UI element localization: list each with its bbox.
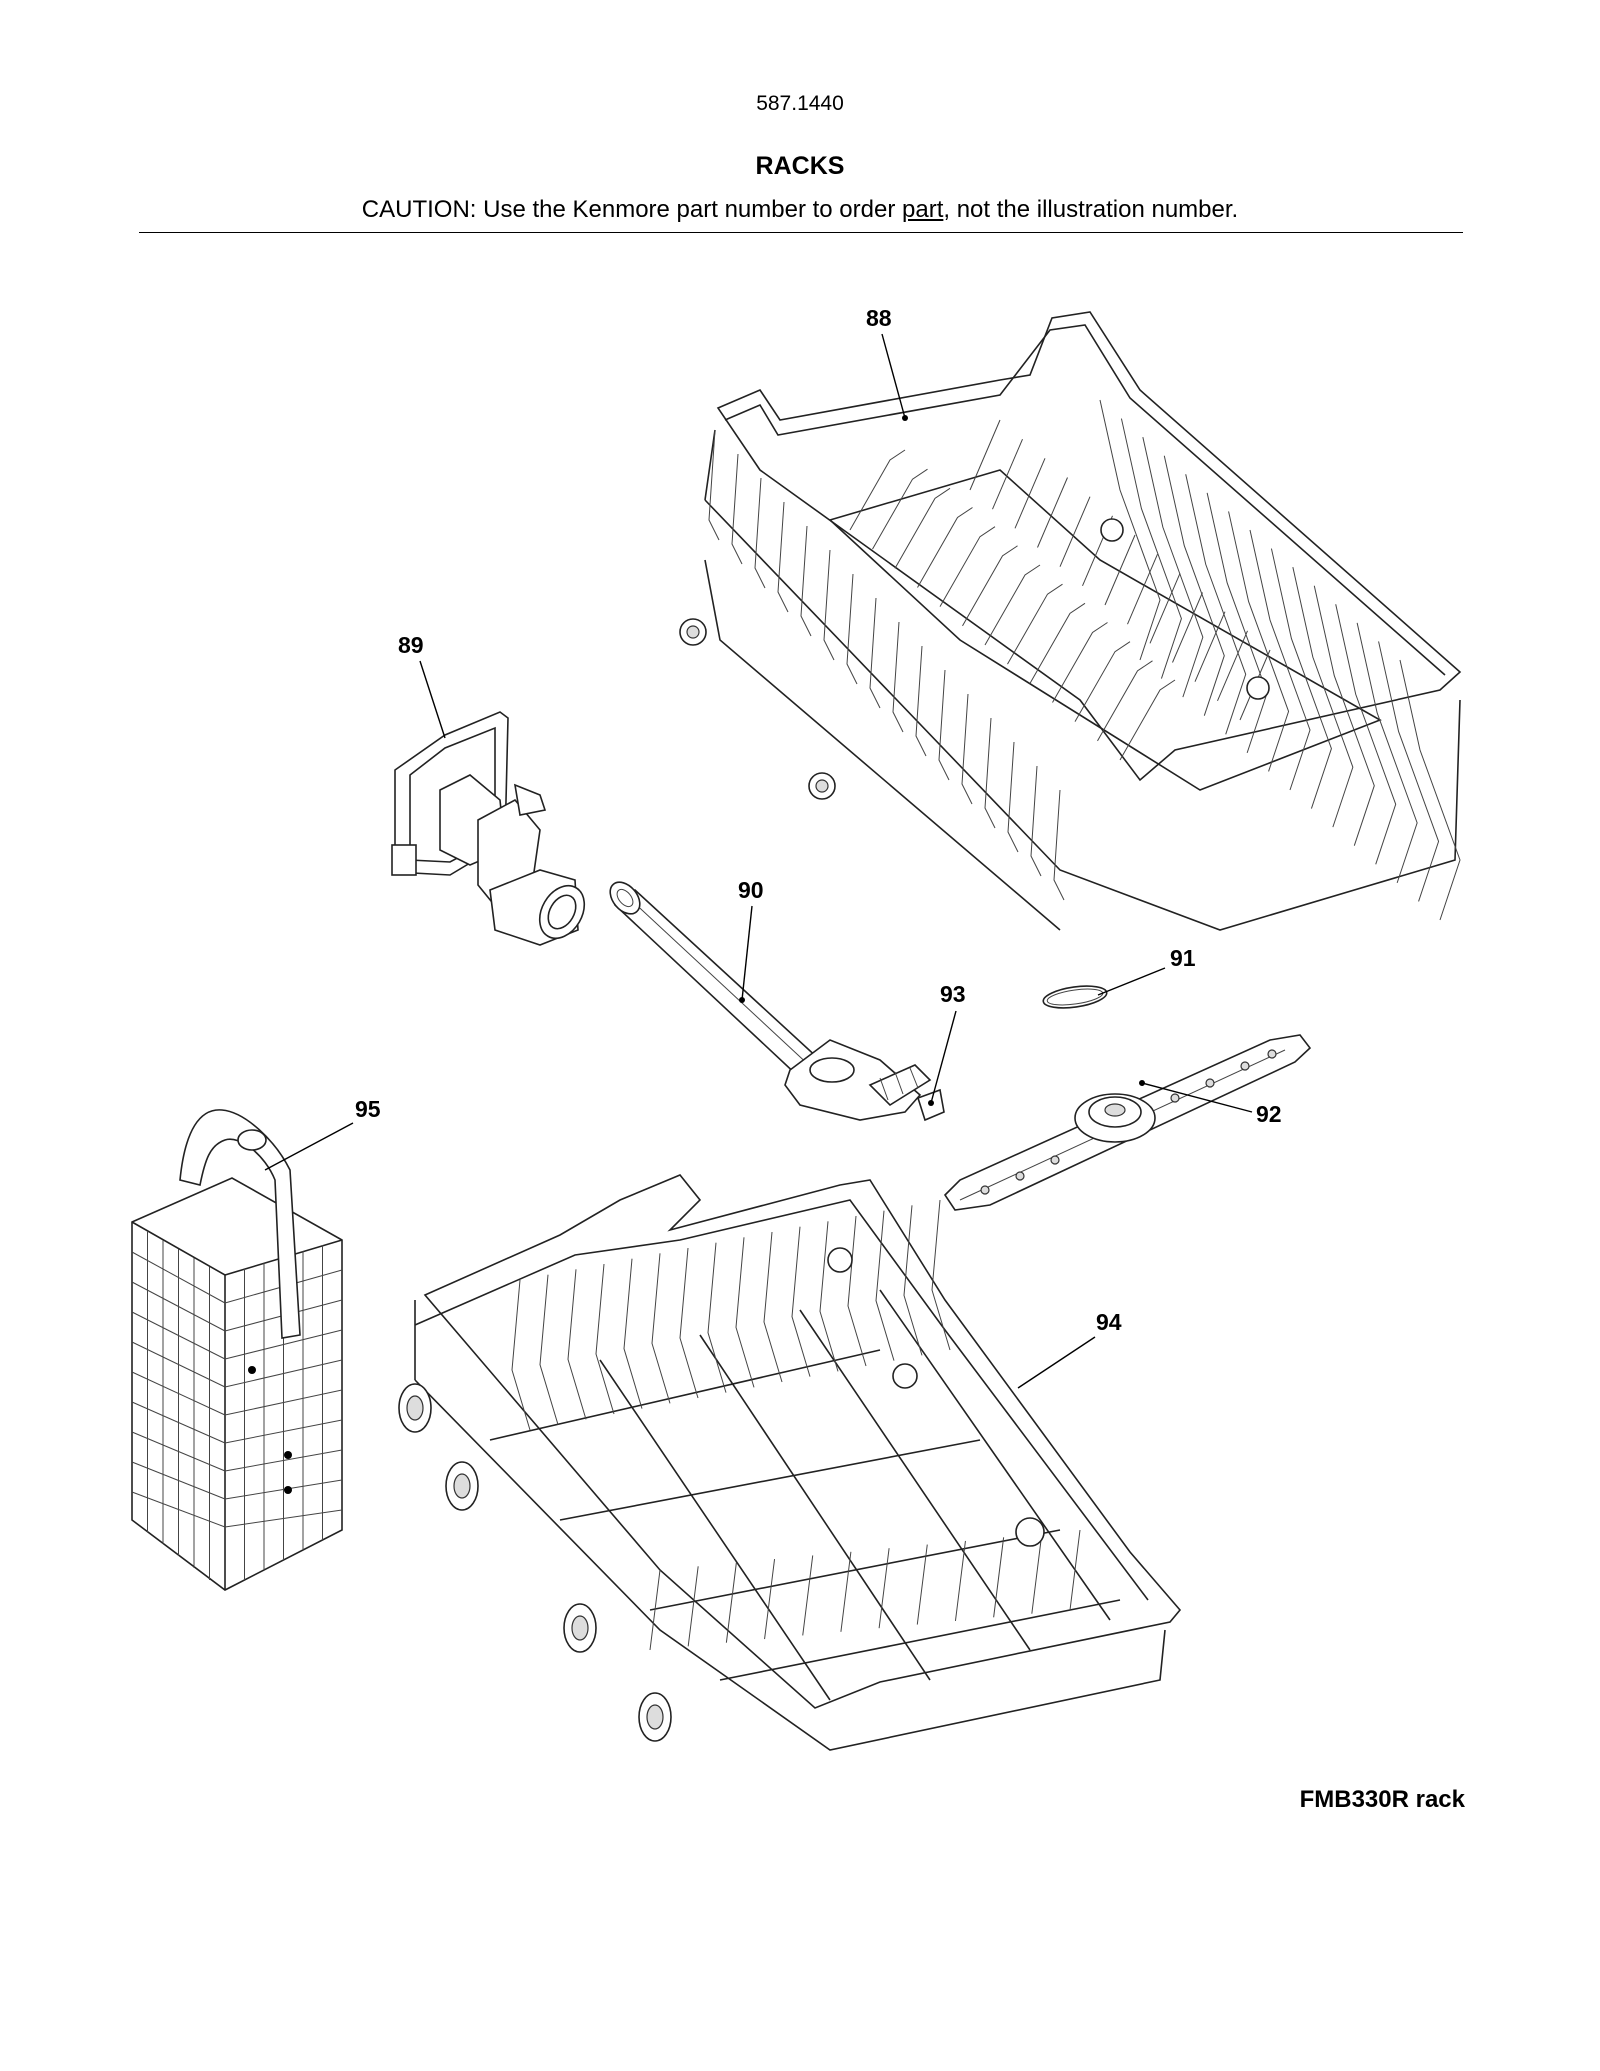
leader-lines bbox=[264, 333, 1253, 1389]
header-divider bbox=[139, 232, 1463, 233]
caution-note: CAUTION: Use the Kenmore part number to … bbox=[0, 196, 1600, 224]
caution-text-end: , not the illustration number. bbox=[943, 196, 1239, 223]
callout-95: 95 bbox=[355, 1096, 381, 1122]
section-title: RACKS bbox=[755, 152, 845, 180]
upper-rack-illustration bbox=[679, 311, 1462, 931]
callout-91: 91 bbox=[1170, 945, 1196, 971]
model-number: 587.1440 bbox=[756, 92, 844, 115]
callout-92: 92 bbox=[1256, 1101, 1282, 1127]
rack-model-label: FMB330R rack bbox=[1299, 1786, 1465, 1813]
caution-text-start: CAUTION: Use the Kenmore part number to … bbox=[361, 196, 902, 223]
silverware-basket-illustration bbox=[131, 1109, 343, 1591]
callout-93: 93 bbox=[940, 981, 966, 1007]
upper-rack-adjuster-icon bbox=[1246, 676, 1270, 700]
manifold-illustration bbox=[391, 711, 586, 946]
o-ring-illustration bbox=[1042, 985, 1108, 1009]
upper-rack-adjuster-icon bbox=[1100, 518, 1124, 542]
callout-88: 88 bbox=[866, 305, 892, 331]
lower-rack-illustration bbox=[398, 1174, 1182, 1751]
callout-89: 89 bbox=[398, 632, 424, 658]
callout-94: 94 bbox=[1096, 1309, 1122, 1335]
callout-90: 90 bbox=[738, 877, 764, 903]
supply-tube-illustration bbox=[609, 881, 932, 1121]
caution-text-underlined: part bbox=[902, 196, 944, 223]
spray-arm-illustration bbox=[943, 1034, 1312, 1211]
